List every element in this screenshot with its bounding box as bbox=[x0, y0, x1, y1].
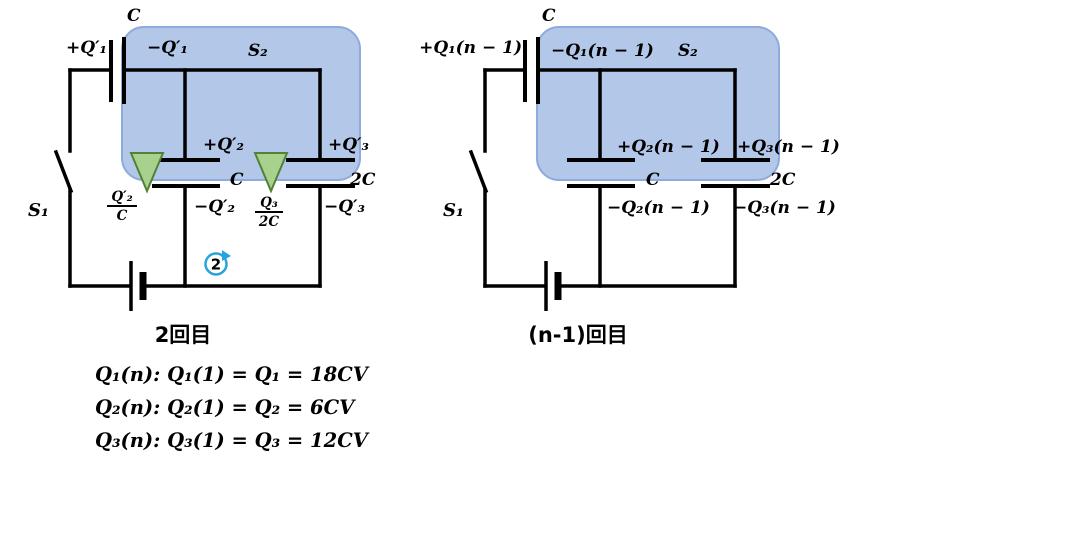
label-cap1-plus-charge: +Q₁(n − 1) bbox=[419, 38, 522, 58]
fraction1-numerator: Q′₂ bbox=[111, 189, 132, 205]
label-cap3-minus-charge: −Q′₃ bbox=[324, 197, 365, 217]
label-cap1-value: C bbox=[542, 6, 556, 26]
label-cap2-value: C bbox=[646, 170, 660, 190]
loop-arrow-circle bbox=[204, 252, 228, 276]
switch-s1-blade bbox=[53, 149, 74, 194]
label-cap3-plus-charge: +Q′₃ bbox=[328, 135, 369, 155]
fraction1-denominator: C bbox=[117, 208, 128, 224]
potential-arrow-2 bbox=[253, 152, 289, 194]
fraction2-numerator: Q₃ bbox=[260, 195, 278, 211]
equations-block: Q₁(n): Q₁(1) = Q₁ = 18CV Q₂(n): Q₂(1) = … bbox=[95, 363, 370, 452]
right-circuit-caption: (n-1)回目 bbox=[528, 323, 627, 347]
loop-number-label: 2 bbox=[211, 256, 221, 274]
left-circuit: 2 C +Q′₁ −Q′₁ S₂ +Q′₂ C −Q′₂ +Q′₃ 2C −Q′… bbox=[28, 6, 376, 347]
label-cap3-value: 2C bbox=[349, 170, 376, 190]
label-switch-s1: S₁ bbox=[443, 200, 464, 221]
label-cap3-plus-charge: +Q₃(n − 1) bbox=[737, 137, 840, 157]
label-cap3-minus-charge: −Q₃(n − 1) bbox=[733, 198, 836, 218]
label-switch-s2: S₂ bbox=[248, 41, 268, 61]
equation-q1: Q₁(n): Q₁(1) = Q₁ = 18CV bbox=[95, 363, 370, 386]
label-cap2-value: C bbox=[230, 170, 244, 190]
potential-arrow-1 bbox=[129, 152, 165, 194]
label-cap2-minus-charge: −Q₂(n − 1) bbox=[607, 198, 710, 218]
label-cap3-value: 2C bbox=[769, 170, 796, 190]
equation-q2: Q₂(n): Q₂(1) = Q₂ = 6CV bbox=[95, 396, 356, 419]
label-cap2-minus-charge: −Q′₂ bbox=[194, 197, 235, 217]
label-cap1-minus-charge: −Q′₁ bbox=[147, 38, 188, 58]
loop-arrowhead-icon bbox=[222, 250, 231, 261]
label-cap2-plus-charge: +Q′₂ bbox=[203, 135, 244, 155]
label-cap1-value: C bbox=[127, 6, 141, 26]
switch-s1-blade bbox=[468, 149, 489, 194]
label-switch-s1: S₁ bbox=[28, 200, 49, 221]
right-circuit: C +Q₁(n − 1) −Q₁(n − 1) S₂ +Q₂(n − 1) C … bbox=[419, 6, 840, 347]
fraction2-denominator: 2C bbox=[258, 214, 279, 230]
left-circuit-caption: 2回目 bbox=[155, 323, 212, 347]
equation-q3: Q₃(n): Q₃(1) = Q₃ = 12CV bbox=[95, 429, 370, 452]
label-cap1-minus-charge: −Q₁(n − 1) bbox=[551, 41, 654, 61]
label-cap1-plus-charge: +Q′₁ bbox=[66, 38, 107, 58]
label-cap2-plus-charge: +Q₂(n − 1) bbox=[617, 137, 720, 157]
label-switch-s2: S₂ bbox=[678, 41, 698, 61]
